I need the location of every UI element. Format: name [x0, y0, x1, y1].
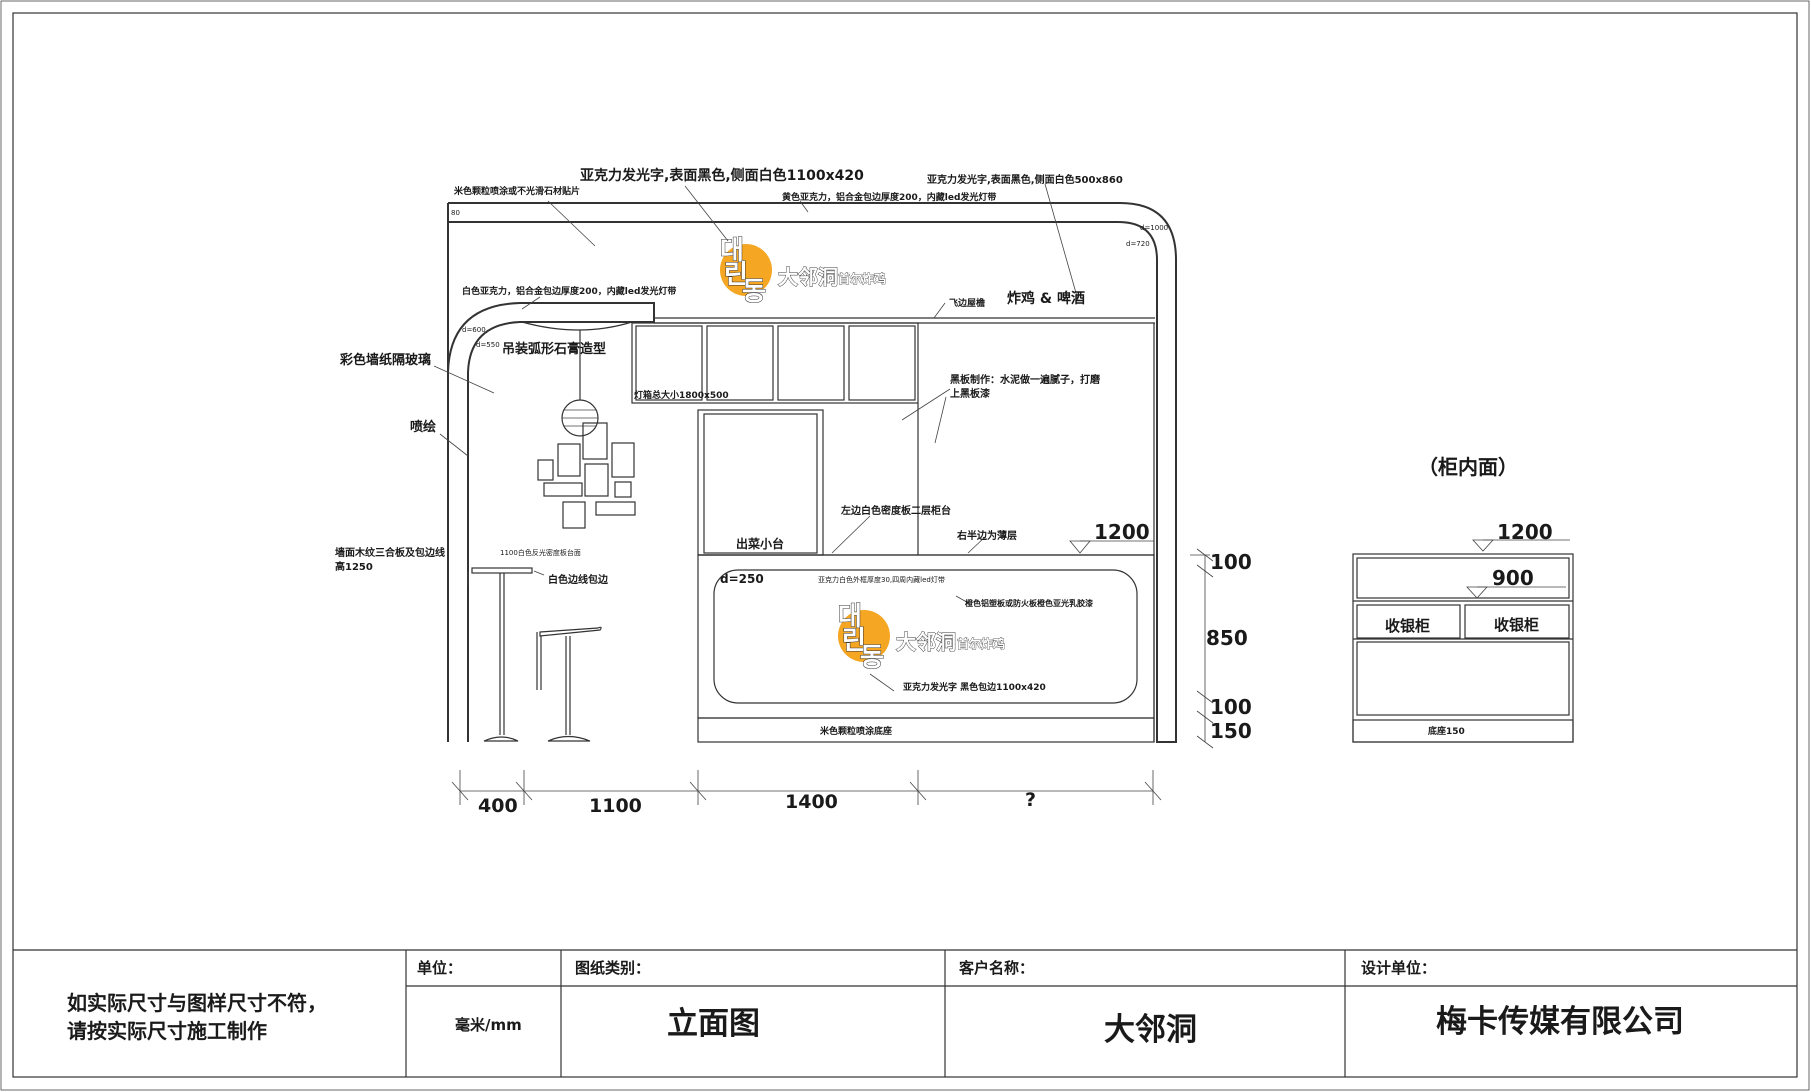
leader-lines: [433, 183, 1079, 692]
pendant-lamp: [561, 330, 599, 437]
client-label: 客户名称：: [958, 959, 1034, 977]
cabinet-inner-view: [1352, 539, 1574, 743]
logo-kr-6: 동: [860, 643, 884, 673]
label-white-acrylic: 白色亚克力，铝合金包边厚度200，内藏led发光灯带: [462, 285, 676, 297]
logo-kr-4: 대: [838, 602, 862, 632]
label-acrylic-main: 亚克力发光字,表面黑色,侧面白色1100x420: [580, 167, 864, 184]
note-line-1: 如实际尺寸与图样尺寸不符，: [67, 991, 327, 1015]
left-arch-wall: d=600 d=550: [447, 302, 655, 742]
vertical-dimensions: [1069, 540, 1214, 749]
logo-kr-2: 린: [724, 260, 748, 290]
label-cashier-1: 收银柜: [1385, 617, 1430, 635]
unit-value: 毫米/mm: [455, 1016, 522, 1034]
logo-counter: 대 린 동 大邻洞 首尔炸鸡: [838, 602, 1006, 674]
label-acrylic-black-edge: 亚克力发光字 黑色包边1100x420: [903, 681, 1046, 693]
bar-table: [471, 567, 533, 742]
logo-top: 대 린 동 大邻洞 首尔炸鸡: [720, 236, 887, 308]
label-d550: d=550: [476, 341, 500, 349]
gypsum-arc: [521, 321, 633, 331]
label-orange-panel: 橙色铝塑板或防火板橙色亚光乳胶漆: [965, 598, 1093, 608]
dim-1200: 1200: [1094, 520, 1150, 544]
designer-label: 设计单位：: [1361, 959, 1436, 977]
dim-1400: 1400: [785, 791, 838, 813]
cabinet-dim-900: 900: [1492, 566, 1534, 590]
title-block: [13, 949, 1797, 1077]
cabinet-dim-1200: 1200: [1497, 520, 1553, 544]
picture-frames: [537, 422, 636, 529]
label-d600: d=600: [462, 326, 486, 334]
dim-400: 400: [478, 795, 518, 817]
client-value: 大邻洞: [1104, 1012, 1197, 1048]
label-left-counter: 左边白色密度板二层柜台: [840, 504, 951, 517]
unit-label: 单位：: [417, 959, 462, 977]
label-acrylic-frame: 亚克力白色外框厚度30,四周内藏led灯带: [818, 575, 945, 584]
label-serving-table: 出菜小台: [736, 536, 784, 551]
dim-150: 150: [1210, 719, 1252, 743]
horizontal-dimensions: [451, 770, 1162, 805]
label-blackboard-2: 上黑板漆: [950, 387, 990, 400]
label-gypsum: 吊装弧形石膏造型: [502, 341, 606, 357]
label-chicken-beer: 炸鸡 & 啤酒: [1007, 290, 1085, 307]
logo-sub-top: 首尔炸鸡: [838, 271, 886, 286]
label-wall-wood-1: 墙面木纹三合板及包边线: [335, 546, 445, 559]
logo-kr-5: 린: [842, 626, 866, 656]
dim-unknown: ?: [1025, 789, 1036, 811]
label-base150: 底座150: [1428, 725, 1465, 737]
label-acrylic-right: 亚克力发光字,表面黑色,侧面白色500x860: [927, 173, 1123, 186]
dim-100-bottom: 100: [1210, 695, 1252, 719]
lightbox-panels: [631, 322, 919, 404]
label-cashier-2: 收银柜: [1494, 616, 1539, 634]
label-d720: d=720: [1126, 240, 1150, 248]
label-wall-wood-2: 高1250: [335, 560, 373, 573]
label-cabinet-inner: （柜内面）: [1418, 455, 1518, 479]
label-wallpaper-glass: 彩色墙纸隔玻璃: [339, 352, 431, 368]
label-d1000: d=1000: [1140, 224, 1168, 232]
label-80: 80: [451, 209, 460, 217]
logo-name-counter: 大邻洞: [896, 630, 956, 654]
bar-stool: [536, 626, 602, 742]
designer-value: 梅卡传媒有限公司: [1436, 1004, 1684, 1040]
label-table-top: 1100白色反光密度板台面: [500, 548, 581, 557]
dim-1100: 1100: [589, 795, 642, 817]
label-d250: d=250: [720, 572, 764, 586]
inner-border: [12, 12, 1798, 1078]
logo-sub-counter: 首尔炸鸡: [957, 636, 1005, 651]
label-right-half: 右半边为薄层: [956, 529, 1017, 542]
dim-100-top: 100: [1210, 550, 1252, 574]
label-beige-spray: 米色颗粒喷涂或不光滑石材贴片: [453, 185, 580, 197]
category-value: 立面图: [667, 1006, 760, 1042]
label-yellow-acrylic: 黄色亚克力，铝合金包边厚度200，内藏led发光灯带: [782, 191, 996, 203]
dim-850: 850: [1206, 626, 1248, 650]
logo-kr-3: 동: [742, 277, 766, 307]
counter: [697, 403, 1155, 743]
logo-circle-top: [720, 244, 772, 296]
label-lightbox: 灯箱总大小1800x500: [634, 389, 729, 401]
logo-kr-1: 대: [720, 236, 744, 266]
logo-name-top: 大邻洞: [778, 265, 838, 289]
label-eaves: 飞边屋檐: [949, 297, 985, 309]
label-spray-paint: 喷绘: [410, 419, 436, 435]
label-base-spray: 米色颗粒喷涂底座: [819, 725, 892, 737]
label-blackboard-1: 黑板制作：水泥做一遍腻子，打磨: [950, 373, 1101, 386]
logo-circle-counter: [838, 610, 890, 662]
category-label: 图纸类别：: [575, 959, 650, 977]
note-line-2: 请按实际尺寸施工制作: [67, 1019, 267, 1043]
label-white-edge: 白色边线包边: [548, 573, 609, 586]
